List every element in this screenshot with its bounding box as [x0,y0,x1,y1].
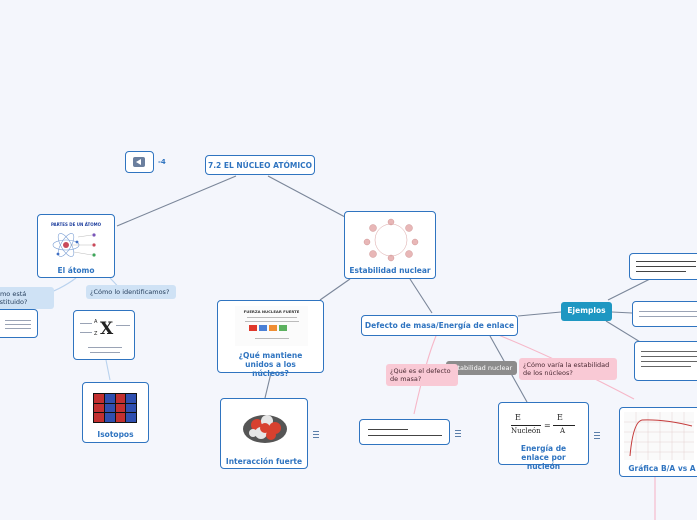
link-ejemplos-2 [611,311,633,314]
root-node[interactable]: 7.2 EL NÚCLEO ATÓMICO [205,155,315,175]
node-interaccion-label: Interacción fuerte [225,457,303,466]
isotopes-image [93,393,137,423]
node-grafica[interactable]: Gráfica B/A vs A [619,407,697,477]
pill-que-es-defecto[interactable]: ¿Qué es el defecto de masa? [386,364,458,386]
root-title: 7.2 EL NÚCLEO ATÓMICO [207,161,313,170]
node-grafica-label: Gráfica B/A vs A [628,464,696,473]
node-ejemplo-1[interactable] [629,253,697,280]
node-energia-menu-icon[interactable] [594,432,600,439]
link-root-estabilidad [267,175,346,218]
link-mantiene-interaccion [264,372,272,399]
ba-graph-image [624,412,694,460]
node-atomo[interactable]: PARTES DE UN ÁTOMO El átomo [37,214,115,278]
node-formula-defecto[interactable] [359,419,450,445]
strong-force-image: FUERZA NUCLEAR FUERTE [235,306,308,346]
node-formula-menu-icon[interactable] [455,430,461,437]
formula-num-left: E [515,413,521,422]
strong-force-image-title: FUERZA NUCLEAR FUERTE [243,309,300,314]
nuclide-symbol: X [100,319,114,339]
link-estabilidad-defecto [409,278,433,314]
node-defecto-label: Defecto de masa/Energía de enlace [364,321,515,330]
stability-image [363,218,419,262]
node-isotopos[interactable]: Isotopos [82,382,149,443]
back-count-label: -4 [158,158,166,166]
node-energia[interactable]: E Nucleón = E A Energía de enlace por nu… [498,402,589,471]
node-mantiene-label: ¿Qué mantiene unidos a los núcleos? [238,351,303,378]
node-interaccion-menu-icon[interactable] [313,431,319,438]
link-ejemplos-1 [607,277,653,301]
atom-image-caption: PARTES DE UN ÁTOMO [50,222,102,227]
pill-constituido[interactable]: ¿Cómo está constituido? [0,287,54,309]
node-ejemplo-3[interactable] [634,341,697,381]
formula-den-right: A [560,427,566,435]
node-energia-label: Energía de enlace por nucleón [520,444,567,471]
pill-estabilidad-gray[interactable]: Estabilidad nuclear [446,361,517,375]
node-mantiene[interactable]: FUERZA NUCLEAR FUERTE ¿Qué mantiene unid… [217,300,324,378]
back-button[interactable] [125,151,154,173]
node-atomo-label: El átomo [57,266,95,275]
nuclide-a: A [94,319,98,325]
node-interaccion[interactable]: Interacción fuerte [220,398,308,469]
binding-energy-formula: E Nucleón = E A [511,413,577,439]
link-identificamos-isotopos [105,359,111,381]
node-ejemplos[interactable]: Ejemplos [561,302,612,321]
link-root-atomo [116,175,237,227]
link-defecto-ejemplos [517,311,562,317]
link-estabilidad-mantiene [319,278,351,301]
node-ejemplo-2[interactable] [632,301,697,327]
atom-icon [52,233,96,257]
nuclide-z: Z [94,331,98,337]
atom-image: PARTES DE UN ÁTOMO [44,219,108,261]
pill-como-varia[interactable]: ¿Cómo varía la estabilidad de los núcleo… [519,358,617,380]
node-defecto[interactable]: Defecto de masa/Energía de enlace [361,315,518,336]
node-estabilidad[interactable]: Estabilidad nuclear [344,211,436,279]
node-isotopos-label: Isotopos [97,430,134,439]
node-constituido-table[interactable] [0,309,38,338]
formula-num-right: E [557,413,563,422]
node-identificamos[interactable]: X A Z [73,310,135,360]
formula-den-left: Nucleón [511,427,541,435]
pill-identificamos[interactable]: ¿Cómo lo identificamos? [86,285,176,299]
nucleus-image [243,415,287,443]
node-estabilidad-label: Estabilidad nuclear [349,266,431,275]
back-arrow-icon [133,157,145,167]
